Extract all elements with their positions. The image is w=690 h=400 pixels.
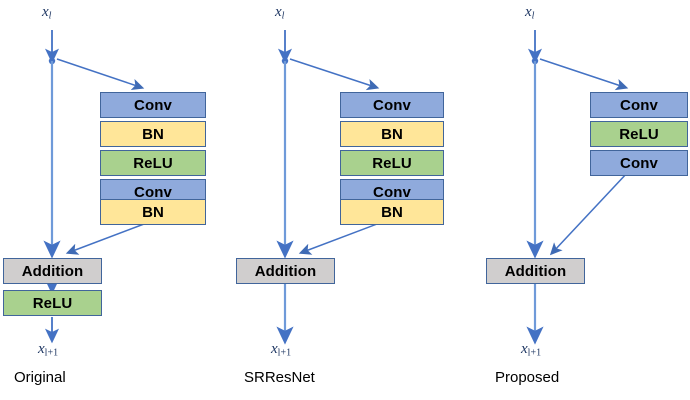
input-label-original: xl: [42, 4, 52, 22]
input-label-srresnet: xl: [275, 4, 285, 22]
block-original-addition: Addition: [3, 258, 102, 284]
block-proposed-addition: Addition: [486, 258, 585, 284]
output-label-srresnet: xl+1: [271, 341, 292, 359]
block-original-relu-post: ReLU: [3, 290, 102, 316]
block-proposed-conv-2: Conv: [590, 150, 688, 176]
block-srresnet-bn-1: BN: [340, 121, 444, 147]
input-label-proposed: xl: [525, 4, 535, 22]
col-proposed-connectors: [526, 30, 629, 345]
output-label-proposed: xl+1: [521, 341, 542, 359]
caption-proposed: Proposed: [495, 369, 560, 386]
block-original-relu-1: ReLU: [100, 150, 206, 176]
block-proposed-conv-1: Conv: [590, 92, 688, 118]
caption-original: Original: [14, 369, 66, 386]
block-srresnet-conv-1: Conv: [340, 92, 444, 118]
block-original-bn-2: BN: [100, 199, 206, 225]
block-srresnet-relu-1: ReLU: [340, 150, 444, 176]
output-label-original: xl+1: [38, 341, 59, 359]
block-srresnet-bn-2: BN: [340, 199, 444, 225]
block-original-conv-1: Conv: [100, 92, 206, 118]
block-srresnet-addition: Addition: [236, 258, 335, 284]
block-proposed-relu-1: ReLU: [590, 121, 688, 147]
caption-srresnet: SRResNet: [244, 369, 315, 386]
block-original-bn-1: BN: [100, 121, 206, 147]
